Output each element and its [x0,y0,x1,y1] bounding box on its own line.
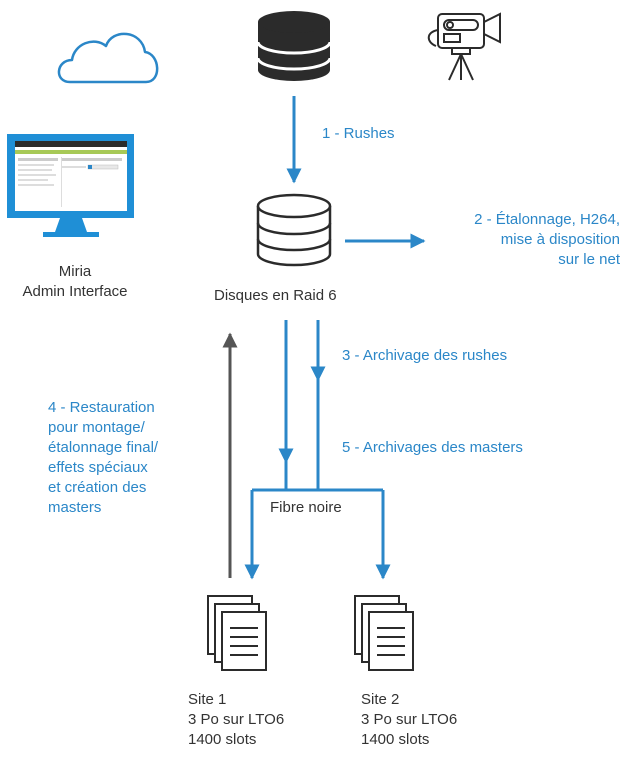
step-4-label: 4 - Restauration pour montage/ étalonnag… [48,399,159,516]
site-1-label: Site 1 3 Po sur LTO6 1400 slots [188,691,285,748]
monitor-icon [7,134,134,237]
cloud-icon [57,32,159,84]
tape-library-icon [207,595,267,671]
camera-icon [427,12,501,81]
disk-array-icon [256,193,332,267]
admin-interface-label: Miria Admin Interface [22,263,128,300]
step-2-label: 2 - Étalonnage, H264, mise à disposition… [474,211,620,268]
step-1-label: 1 - Rushes [322,125,395,142]
fiber-label: Fibre noire [270,499,342,516]
step-3-label: 3 - Archivage des rushes [342,347,508,364]
database-icon [256,11,332,81]
disks-label: Disques en Raid 6 [214,287,337,304]
fiber-connections [252,378,383,492]
site-2-label: Site 2 3 Po sur LTO6 1400 slots [361,691,458,748]
tape-library-icon [354,595,414,671]
step-5-label: 5 - Archivages des masters [342,439,523,456]
